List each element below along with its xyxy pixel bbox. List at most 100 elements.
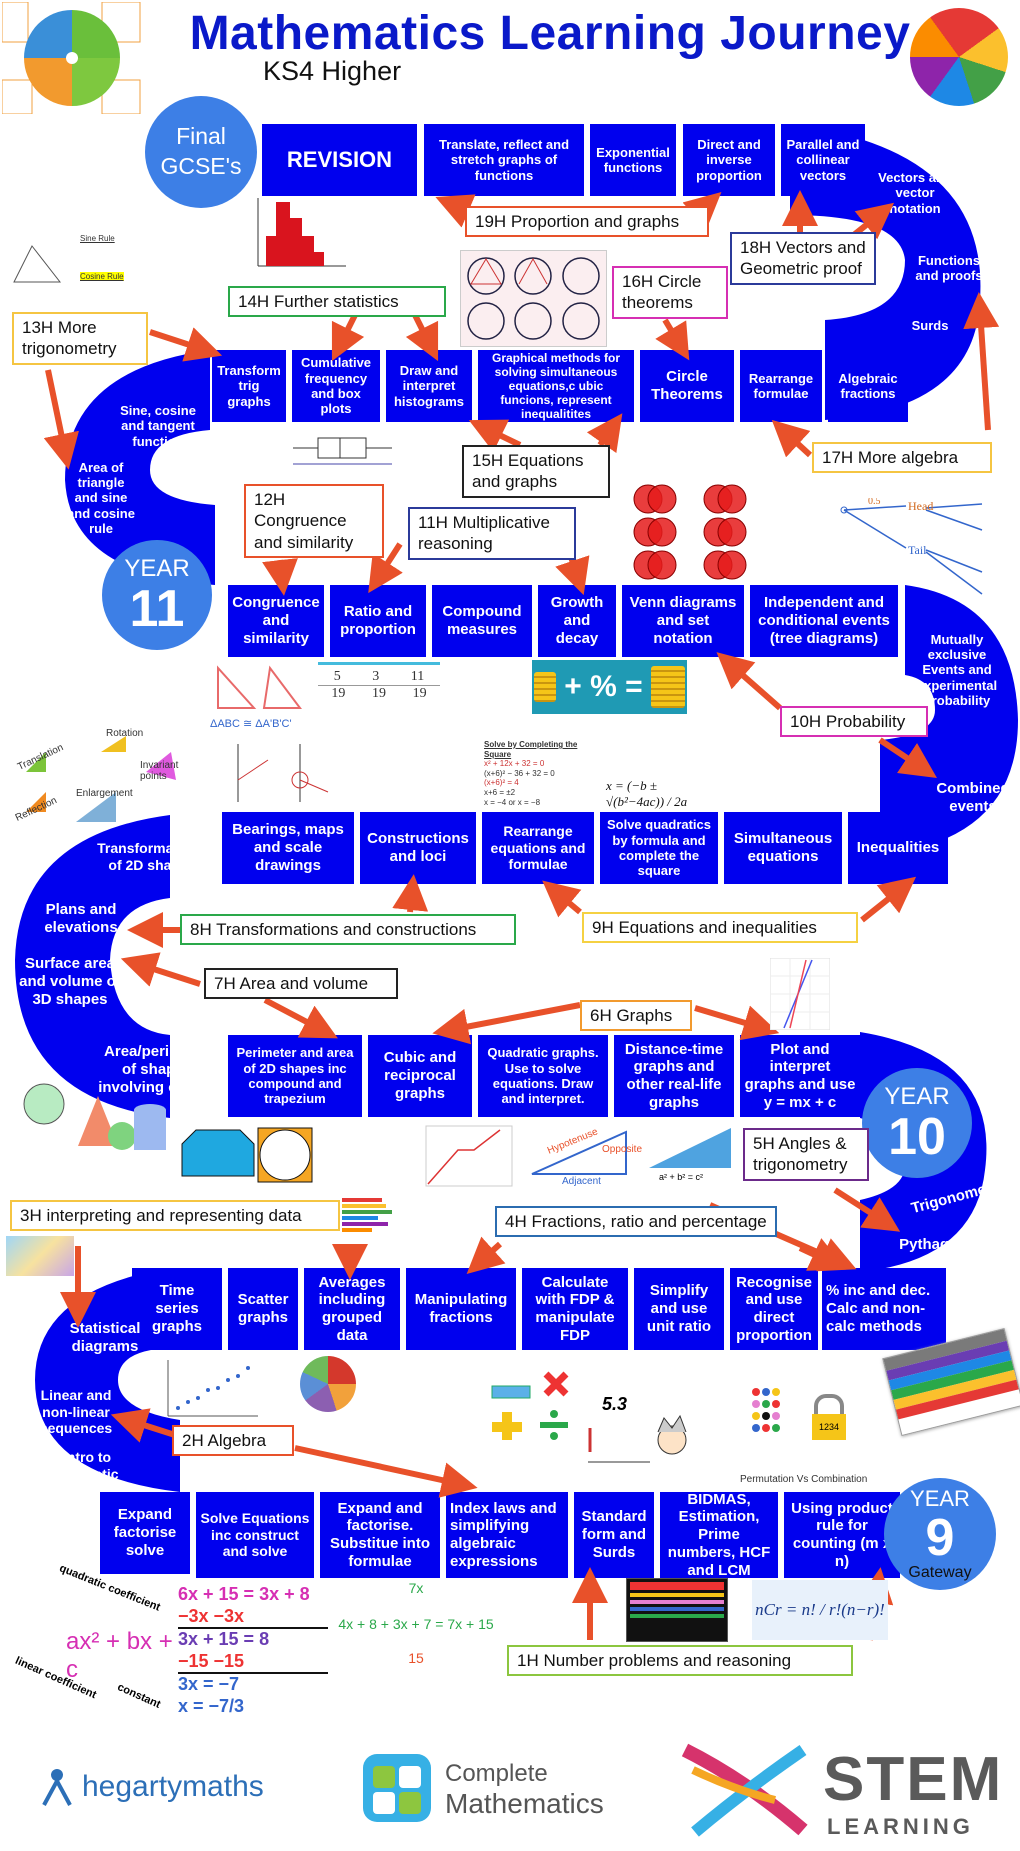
tile-pythagoras[interactable]: Pythagoras — [899, 1236, 981, 1254]
congruence-illustration: ΔABC ≅ ΔA'B'C' — [210, 662, 310, 732]
tile-vectors[interactable]: Vectors and vector notation — [878, 170, 952, 216]
tile-cumulative[interactable]: Cumulative frequency and box plots — [292, 350, 380, 422]
complete-text-2: Mathematics — [445, 1788, 604, 1819]
tile-parallel[interactable]: Parallel and collinear vectors — [781, 124, 865, 196]
operation-symbols — [491, 1371, 569, 1440]
tile-independent[interactable]: Independent and conditional events (tree… — [750, 585, 898, 657]
tile-revision[interactable]: REVISION — [262, 124, 417, 196]
tile-transformations-2d[interactable]: Transformations of 2D shapes — [97, 840, 207, 873]
label-7h: 7H Area and volume — [204, 968, 398, 1000]
bidmas-poster — [626, 1578, 728, 1642]
congruence-text: ΔABC ≅ ΔA'B'C' — [210, 718, 292, 730]
stem-learning-text: LEARNING — [827, 1814, 974, 1839]
label-3h: 3H interpreting and representing data — [10, 1200, 340, 1232]
tree-tail: Tail — [908, 543, 927, 557]
tile-constructions[interactable]: Constructions and loci — [360, 812, 476, 884]
tile-compound-measures[interactable]: Compound measures — [432, 585, 532, 657]
tile-expand-substitute[interactable]: Expand and factorise. Substitue into for… — [320, 1492, 440, 1578]
eq-line3: 3x + 15 = 8 — [178, 1629, 270, 1650]
tile-mutually-exclusive[interactable]: Mutually exclusive Events and experiment… — [916, 631, 998, 708]
tile-pct-inc[interactable]: % inc and dec. Calc and non-calc methods — [822, 1268, 946, 1350]
tile-simplify-ratio[interactable]: Simplify and use unit ratio — [634, 1268, 724, 1350]
tile-exponential[interactable]: Exponential functions — [590, 124, 676, 196]
rotation-text: Rotation — [106, 728, 144, 739]
label-17h: 17H More algebra — [812, 442, 992, 474]
tile-solve-equations[interactable]: Solve Equations inc construct and solve — [196, 1492, 314, 1578]
tile-solve-quadratics[interactable]: Solve quadratics by formula and complete… — [600, 812, 718, 884]
invariant-text: Invariant points — [140, 760, 179, 782]
tile-statistical-diagrams[interactable]: Statistical diagrams — [69, 1320, 141, 1355]
tile-plot-graphs[interactable]: Plot and interpret graphs and use y = mx… — [740, 1035, 860, 1117]
tile-transform-trig[interactable]: Transform trig graphs — [212, 350, 286, 422]
tile-direct-inverse[interactable]: Direct and inverse proportion — [683, 124, 775, 196]
tile-ratio-proportion[interactable]: Ratio and proportion — [330, 585, 426, 657]
tile-quadratic-graphs[interactable]: Quadratic graphs. Use to solve equations… — [478, 1035, 608, 1117]
eq-line2: −3x −3x — [178, 1606, 328, 1630]
expr-top: 7x — [408, 1580, 424, 1596]
label-5h: 5H Angles & trigonometry — [743, 1128, 869, 1181]
scatter-illustration — [167, 1360, 258, 1417]
tile-sine-cosine[interactable]: Sine, cosine and tangent function — [120, 403, 196, 449]
tile-area-perimeter[interactable]: Area/perimeter of shapes involving circl… — [98, 1043, 216, 1096]
tile-distance-time[interactable]: Distance-time graphs and other real-life… — [614, 1035, 734, 1117]
statistics-card — [6, 1236, 74, 1276]
tile-growth-decay[interactable]: Growth and decay — [538, 585, 616, 657]
label-14h: 14H Further statistics — [228, 286, 446, 318]
tile-bidmas[interactable]: BIDMAS, Estimation, Prime numbers, HCF a… — [660, 1491, 778, 1579]
tile-standard-form[interactable]: Standard form and Surds — [574, 1492, 654, 1578]
tile-recognise-direct[interactable]: Recognise and use direct proportion — [730, 1268, 818, 1350]
tile-rearrange-formulae[interactable]: Rearrange formulae — [740, 350, 822, 422]
year11-number: 11 — [129, 580, 185, 638]
tile-congruence[interactable]: Congruence and similarity — [228, 585, 324, 657]
tile-manipulating-fractions[interactable]: Manipulating fractions — [406, 1268, 516, 1350]
tile-scatter[interactable]: Scatter graphs — [228, 1268, 298, 1350]
expression-tree: 7x 4x + 8 + 3x + 7 = 7x + 15 15 — [336, 1580, 496, 1670]
tile-area-triangle[interactable]: Area of triangle and sine and cosine rul… — [67, 459, 135, 536]
equation-working: 6x + 15 = 3x + 8 −3x −3x 3x + 15 = 8 −15… — [178, 1584, 328, 1734]
tile-rearrange-eq[interactable]: Rearrange equations and formulae — [482, 812, 594, 884]
tile-surds[interactable]: Surds — [911, 318, 949, 334]
complete-text-1: Complete — [445, 1760, 548, 1787]
tile-circle-theorems[interactable]: Circle Theorems — [640, 350, 734, 422]
label-18h: 18H Vectors and Geometric proof — [730, 232, 876, 285]
tile-index-laws[interactable]: Index laws and simplifying algebraic exp… — [446, 1492, 568, 1578]
tile-averages[interactable]: Averages including grouped data — [304, 1268, 400, 1350]
hegarty-text: hegartymaths — [82, 1770, 264, 1803]
year10-number: 10 — [888, 1108, 946, 1166]
tile-calculate-fdp[interactable]: Calculate with FDP & manipulate FDP — [522, 1268, 628, 1350]
tile-graphical-methods[interactable]: Graphical methods for solving simultaneo… — [478, 350, 634, 422]
stem-logo: STEM LEARNING — [675, 1740, 1005, 1840]
tile-surface-area[interactable]: Surface area and volume of 3D shapes — [19, 955, 121, 1008]
tile-simultaneous[interactable]: Simultaneous equations — [724, 812, 842, 884]
page-subtitle: KS4 Higher — [263, 56, 402, 86]
tile-translate[interactable]: Translate, reflect and stretch graphs of… — [424, 124, 584, 196]
tile-cubic[interactable]: Cubic and reciprocal graphs — [368, 1035, 472, 1117]
tile-time-series[interactable]: Time series graphs — [132, 1268, 222, 1350]
cosine-rule-text: Cosine Rule — [80, 272, 124, 281]
tile-algebraic-fractions[interactable]: Algebraic fractions — [828, 350, 908, 422]
tile-draw-histograms[interactable]: Draw and interpret histograms — [386, 350, 472, 422]
tile-combined-events[interactable]: Combined events — [936, 780, 1010, 815]
trig-rules: Sine Rule Cosine Rule — [12, 232, 212, 292]
completing-square-text: Solve by Completing the Square — [484, 740, 578, 759]
completing-square: Solve by Completing the Square x² + 12x … — [484, 740, 596, 812]
tile-functions-proofs[interactable]: Functions and proofs — [915, 252, 983, 283]
standard-form-illustration: 5.3 — [580, 1392, 692, 1484]
label-1h: 1H Number problems and reasoning — [507, 1645, 853, 1677]
tile-linear-sequences[interactable]: Linear and non-linear sequences — [39, 1387, 113, 1437]
tile-inequalities[interactable]: Inequalities — [848, 812, 948, 884]
bar-chart-stack — [342, 1198, 392, 1232]
eq-line6: x = −7/3 — [178, 1695, 245, 1716]
tile-bearings[interactable]: Bearings, maps and scale drawings — [222, 812, 354, 884]
tile-perimeter-2d[interactable]: Perimeter and area of 2D shapes inc comp… — [228, 1035, 362, 1117]
tile-expand-factorise[interactable]: Expand factorise solve — [100, 1492, 190, 1574]
combination-lock: 1234 — [812, 1394, 846, 1442]
quadratic-formula: x = (−b ± √(b²−4ac)) / 2a — [606, 778, 714, 810]
enlargement-text: Enlargement — [76, 788, 133, 799]
tile-venn[interactable]: Venn diagrams and set notation — [622, 585, 744, 657]
label-2h: 2H Algebra — [172, 1425, 294, 1457]
tile-plans[interactable]: Plans and elevations — [44, 901, 118, 936]
tile-product-rule[interactable]: Using product rule for counting (m x n) — [784, 1492, 900, 1578]
permutation-pegs — [752, 1388, 780, 1432]
